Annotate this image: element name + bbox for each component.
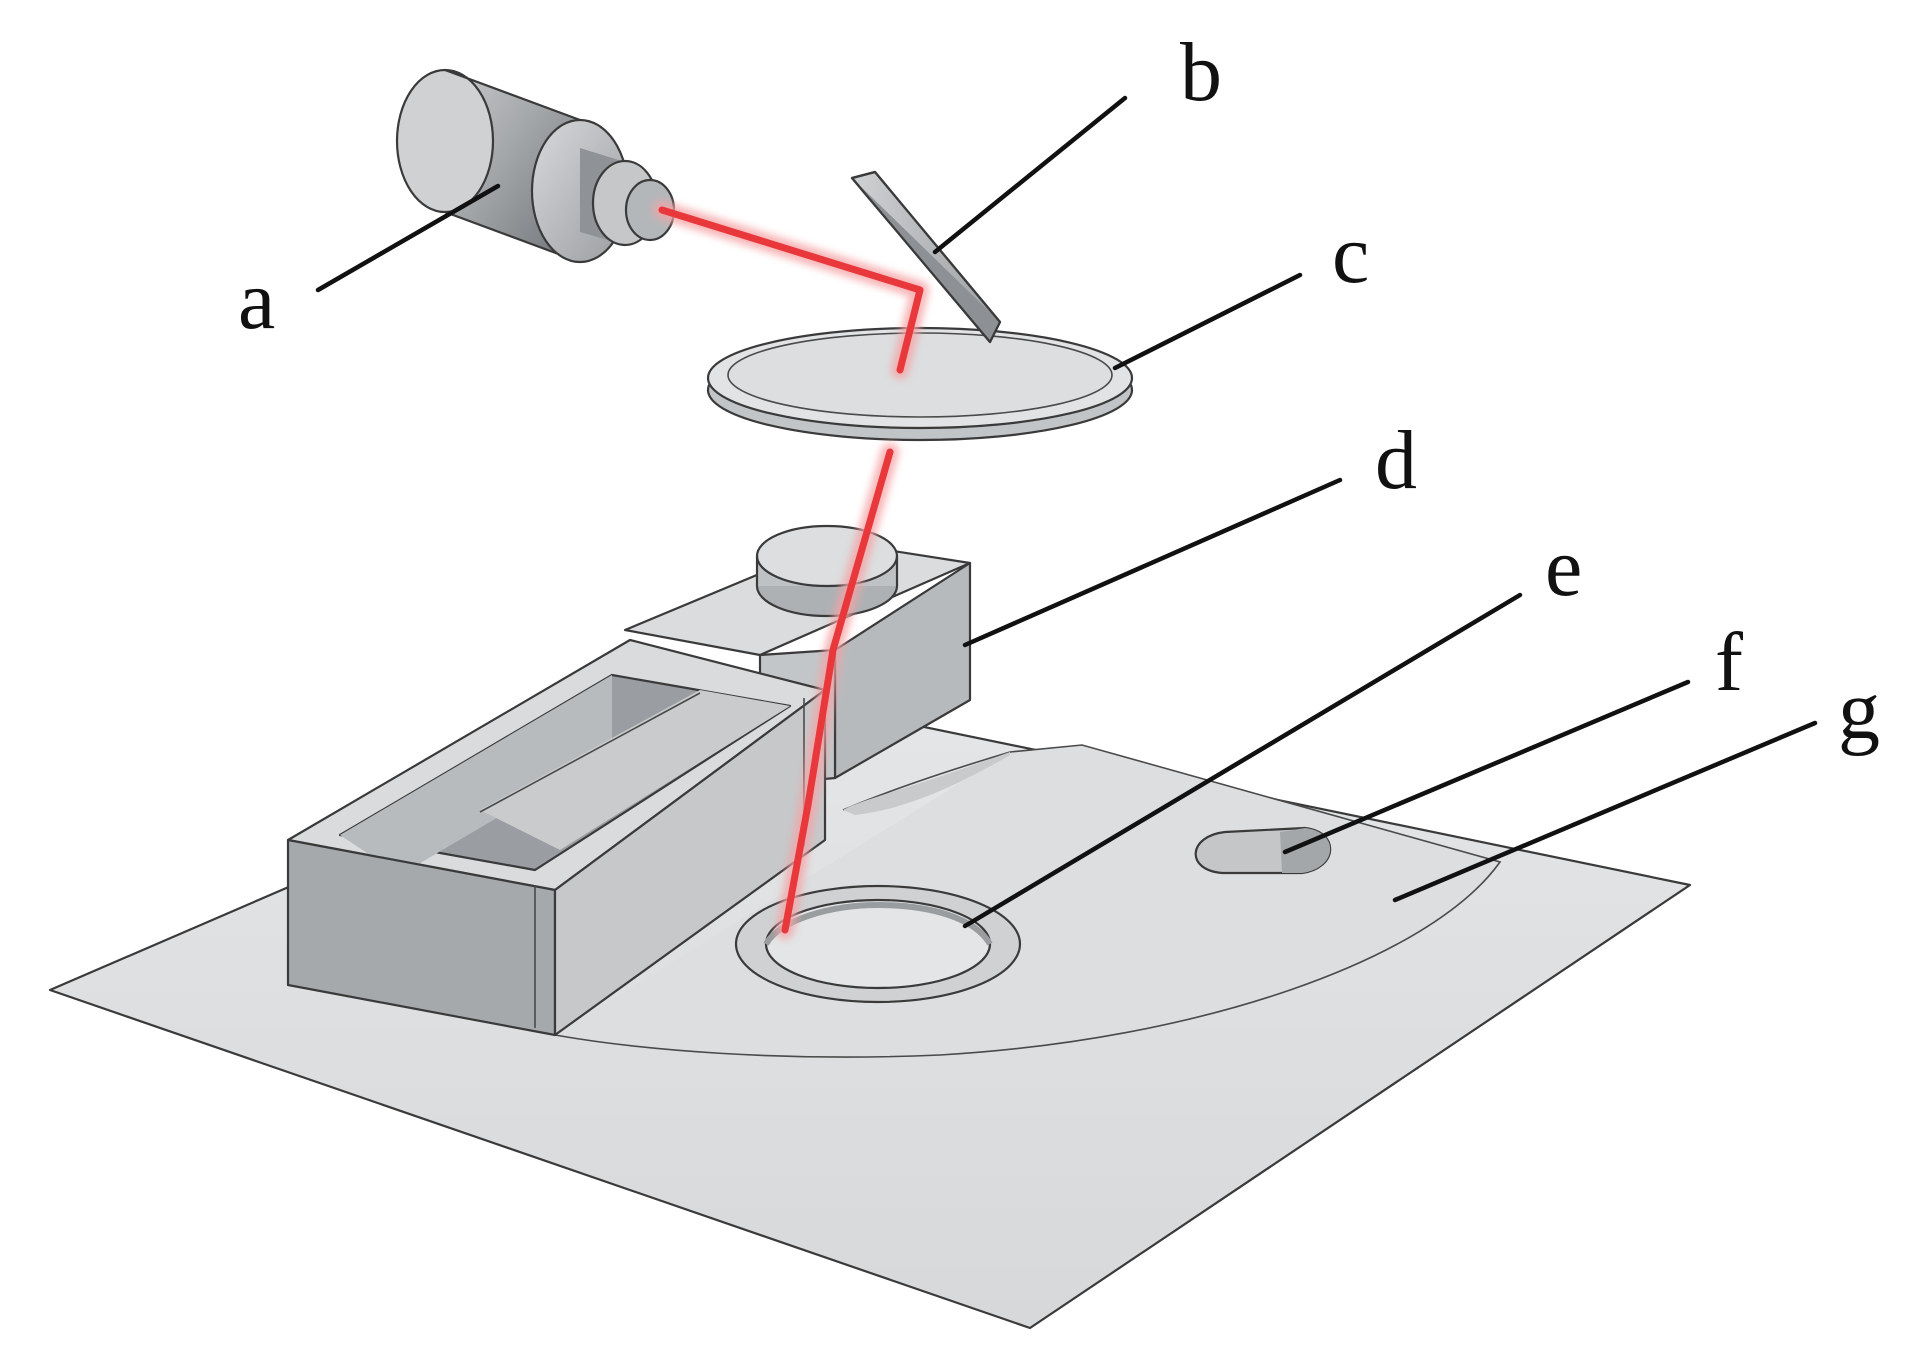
label-g: g [1838,664,1880,757]
label-f: f [1715,616,1743,709]
leader-lines [315,95,1818,929]
label-d: d [1375,414,1417,507]
labels: a b c d e f g [238,26,1880,757]
mirror [850,170,1002,344]
label-b: b [1180,26,1222,119]
label-a: a [238,254,275,347]
lens-disc [706,326,1134,442]
sample-well [734,884,1022,1004]
slot-hole [1194,826,1332,875]
laser-source [395,68,676,264]
label-c: c [1332,208,1369,301]
cuvette-holder [286,638,827,1037]
label-e: e [1545,521,1582,614]
laser-beam [653,201,929,939]
